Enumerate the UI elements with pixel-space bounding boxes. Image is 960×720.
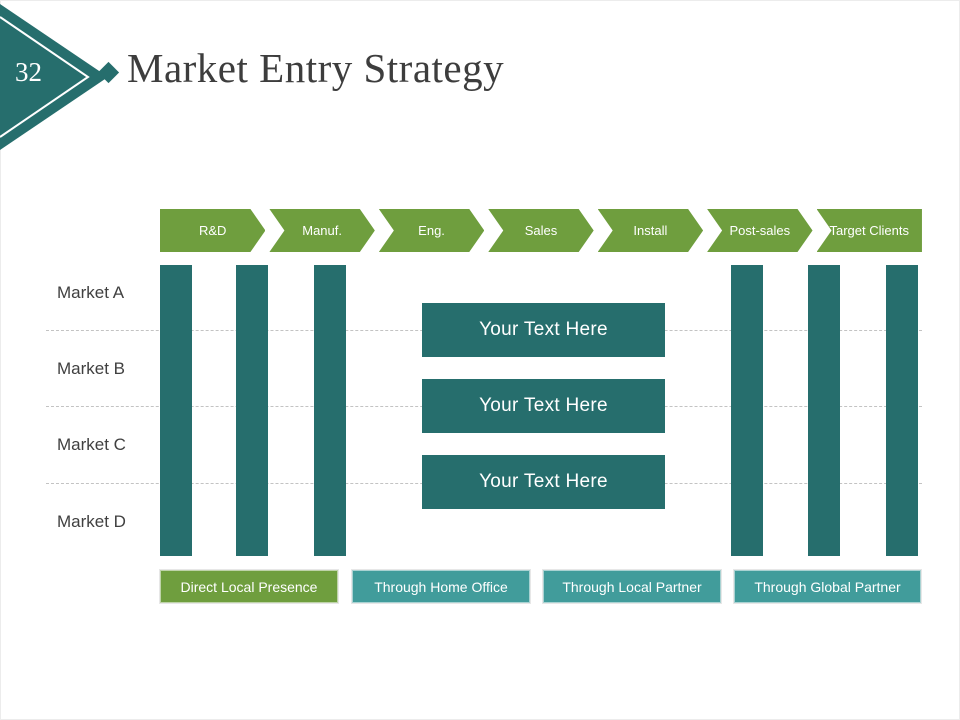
strategy-through-home-office: Through Home Office: [352, 570, 530, 603]
market-bar: [731, 265, 763, 556]
process-arrow-sales: Sales: [488, 209, 593, 252]
placeholder-textbox: Your Text Here: [422, 303, 665, 357]
market-bar: [236, 265, 268, 556]
process-arrow-install: Install: [598, 209, 703, 252]
page-number-triangle-icon: [0, 4, 108, 150]
strategy-through-global-partner: Through Global Partner: [734, 570, 921, 603]
market-bar: [314, 265, 346, 556]
process-arrow-eng: Eng.: [379, 209, 484, 252]
slide-title: Market Entry Strategy: [127, 45, 505, 91]
market-row-label-b: Market B: [57, 359, 126, 378]
process-arrow-row: R&D Manuf. Eng. Sales Install Post-sales…: [160, 209, 922, 252]
market-bar: [808, 265, 840, 556]
market-row-label-c: Market C: [57, 435, 126, 454]
market-row-label-d: Market D: [57, 512, 126, 531]
process-arrow-target-clients: Target Clients: [816, 209, 922, 252]
placeholder-textbox: Your Text Here: [422, 455, 665, 509]
process-arrow-rd: R&D: [160, 209, 265, 252]
strategy-direct-local-presence: Direct Local Presence: [160, 570, 338, 603]
process-arrow-post-sales: Post-sales: [707, 209, 812, 252]
page-number: 32: [15, 57, 42, 87]
placeholder-textbox: Your Text Here: [422, 379, 665, 433]
market-row-label-a: Market A: [57, 283, 125, 302]
strategy-through-local-partner: Through Local Partner: [543, 570, 721, 603]
market-bar: [160, 265, 192, 556]
process-arrow-manuf: Manuf.: [269, 209, 374, 252]
market-bar: [886, 265, 918, 556]
